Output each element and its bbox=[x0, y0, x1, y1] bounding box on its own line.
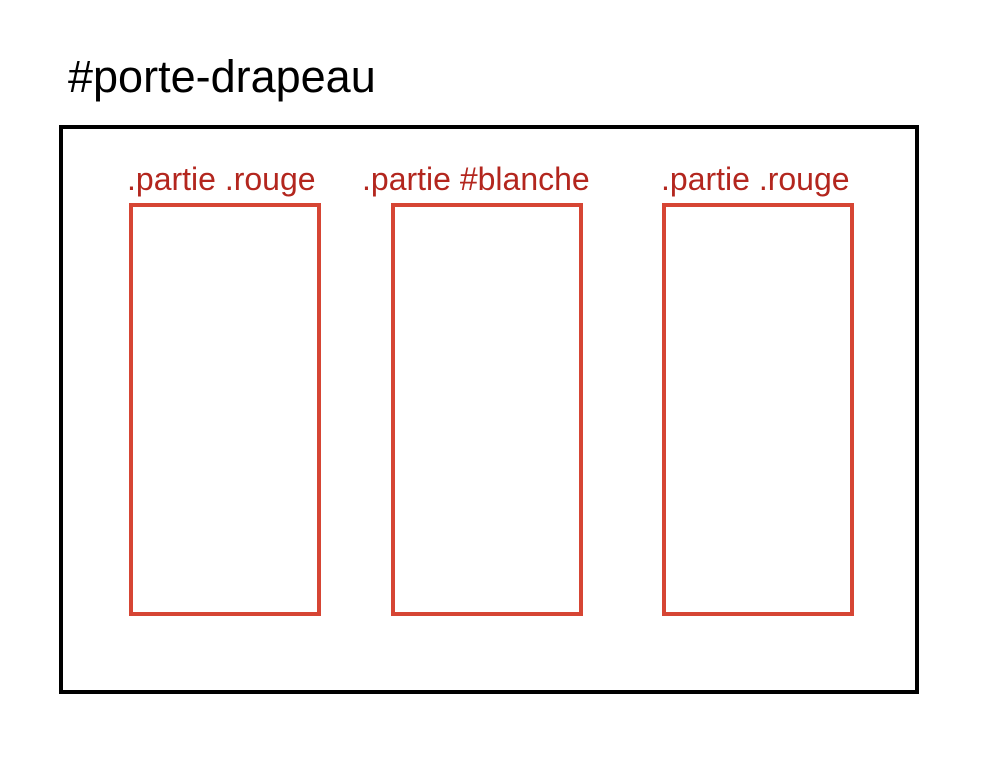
part-box-middle-blanche bbox=[391, 203, 583, 616]
part-box-left-rouge bbox=[129, 203, 321, 616]
part-box-right-rouge bbox=[662, 203, 854, 616]
porte-drapeau-container bbox=[59, 125, 919, 694]
part-label-left-rouge: .partie .rouge bbox=[127, 161, 316, 197]
part-label-right-rouge: .partie .rouge bbox=[661, 161, 850, 197]
part-label-middle-blanche: .partie #blanche bbox=[362, 161, 590, 197]
container-label: #porte-drapeau bbox=[68, 51, 376, 102]
